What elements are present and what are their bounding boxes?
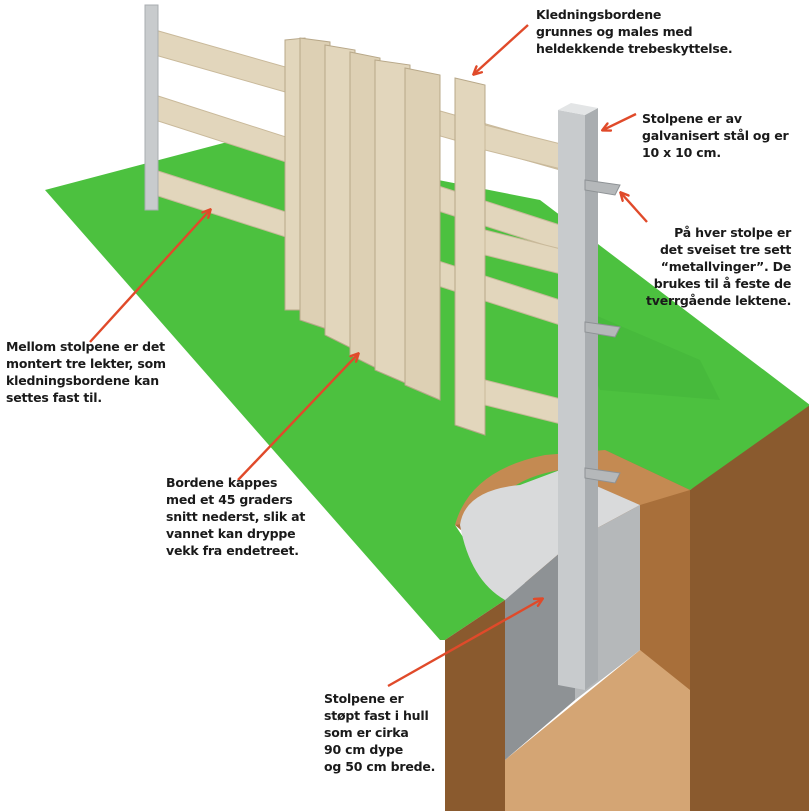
soil-left-face: [445, 600, 505, 811]
metal-wing-top: [584, 179, 621, 196]
metal-wing-low: [584, 467, 621, 484]
steel-post-side-face: [585, 108, 598, 690]
soil-rim: [455, 450, 690, 525]
annotation-footing: Stolpene er støpt fast i hull som er cir…: [324, 691, 436, 774]
steel-post-back: [144, 4, 159, 211]
concrete-front: [505, 540, 575, 760]
steel-post-front-face: [558, 110, 585, 690]
cladding-boards: [284, 37, 486, 436]
arrow-cladding: [474, 24, 529, 74]
annotation-posts: Stolpene er av galvanisert stål og er 10…: [642, 111, 789, 160]
arrow-cut: [237, 354, 358, 481]
steel-post-top: [558, 103, 598, 115]
soil-right-face: [690, 405, 809, 811]
annotation-cut: Bordene kappes med et 45 graders snitt n…: [166, 475, 306, 558]
annotation-cladding: Kledningsbordene grunnes og males med he…: [536, 7, 733, 56]
arrow-rails: [89, 210, 210, 343]
annotation-rails: Mellom stolpene er det montert tre lekte…: [6, 339, 166, 405]
rail-top-front: [484, 124, 566, 171]
hole-floor: [505, 650, 690, 811]
annotation-wings: På hver stolpe er det sveiset tre sett “…: [646, 225, 792, 308]
arrow-wings: [621, 193, 648, 223]
metal-wing-mid: [584, 321, 621, 338]
arrow-posts: [603, 112, 637, 130]
arrow-footing: [387, 599, 542, 688]
